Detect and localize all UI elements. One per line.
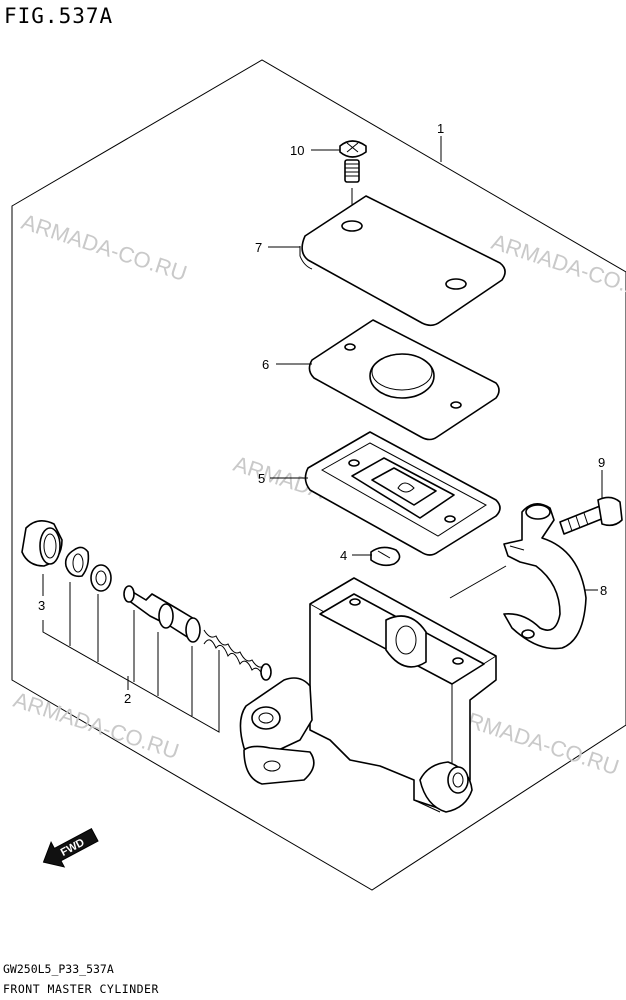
callout-4: 4 (340, 548, 347, 563)
section-name: FRONT MASTER CYLINDER (3, 982, 159, 996)
watermark: ARMADA-CO.RU (18, 209, 190, 286)
boot-part-3 (21, 520, 63, 567)
piston-kit-bracket (42, 582, 220, 733)
watermark: ARMADA-CO.RU (488, 229, 626, 306)
plate-part-5 (304, 431, 501, 556)
screw-part-10 (339, 140, 367, 220)
watermark: ARMADA-CO.RU (10, 687, 182, 764)
reservoir-cap-part-7 (299, 195, 506, 327)
diaphragm-part-6 (308, 319, 500, 441)
fwd-label: FWD (59, 836, 87, 858)
callout-9: 9 (598, 455, 605, 470)
watermark: ARMADA-CO.RU (450, 703, 622, 780)
assembly-boundary (11, 59, 626, 891)
holder-part-8 (503, 503, 587, 650)
callout-8: 8 (600, 583, 607, 598)
model-code: GW250L5_P33_537A (3, 962, 114, 976)
callout-3: 3 (38, 598, 45, 613)
callout-7: 7 (255, 240, 262, 255)
callout-10: 10 (290, 143, 304, 158)
master-cylinder-body (239, 577, 497, 813)
callout-5: 5 (258, 471, 265, 486)
callout-2: 2 (124, 691, 131, 706)
callout-6: 6 (262, 357, 269, 372)
figure-title: FIG.537A (4, 4, 114, 28)
callout-1: 1 (437, 121, 444, 136)
leader-line-8b (449, 565, 507, 599)
forward-direction-arrow: FWD (42, 827, 99, 868)
piston-kit-part-2 (64, 546, 272, 681)
clip-part-4 (370, 546, 401, 567)
bolt-part-9 (559, 496, 623, 535)
